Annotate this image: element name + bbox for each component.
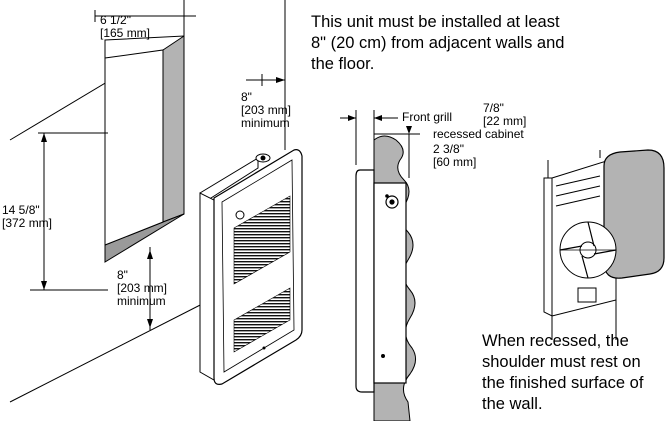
section-dimension-lines [340,110,420,178]
floor-clearance-metric: [203 mm] [117,281,168,295]
recess-note-line3: the finished surface of [482,374,644,392]
section-heater [355,169,407,393]
wall-opening [104,35,185,263]
section-arrowheads [348,115,412,134]
front-grill-label: Front grill [402,110,453,124]
floor-clearance-imperial: 8" [117,268,128,282]
side-clearance-imperial: 8" [241,90,252,104]
opening-width-imperial: 6 1/2" [100,13,131,27]
side-clearance-qualifier: minimum [241,116,290,130]
install-note-line2: 8" (20 cm) from adjacent walls and [311,34,565,52]
recess-note-line2: shoulder must rest on [482,353,641,371]
opening-height-imperial: 14 5/8" [2,203,40,217]
recessed-cabinet-imperial: 2 3/8" [433,142,464,156]
recess-note-line4: the wall. [482,395,543,413]
install-note-line3: the floor. [311,55,375,73]
recess-note-line1: When recessed, the [482,332,629,350]
front-grill-imperial: 7/8" [483,101,504,115]
recessed-cabinet-view [543,149,665,340]
floor-clearance-qualifier: minimum [117,294,166,308]
side-clearance-metric: [203 mm] [241,103,292,117]
opening-height-metric: [372 mm] [2,216,53,230]
opening-width-metric: [165 mm] [100,26,151,40]
dimension-arrowheads [41,77,285,328]
install-note-line1: This unit must be installed at least [311,13,560,31]
dimension-lines [30,10,285,330]
heater-unit [199,149,303,385]
recessed-cabinet-metric: [60 mm] [433,155,477,169]
recessed-cabinet-label: recessed cabinet [433,127,524,141]
front-grill-metric: [22 mm] [483,114,527,128]
